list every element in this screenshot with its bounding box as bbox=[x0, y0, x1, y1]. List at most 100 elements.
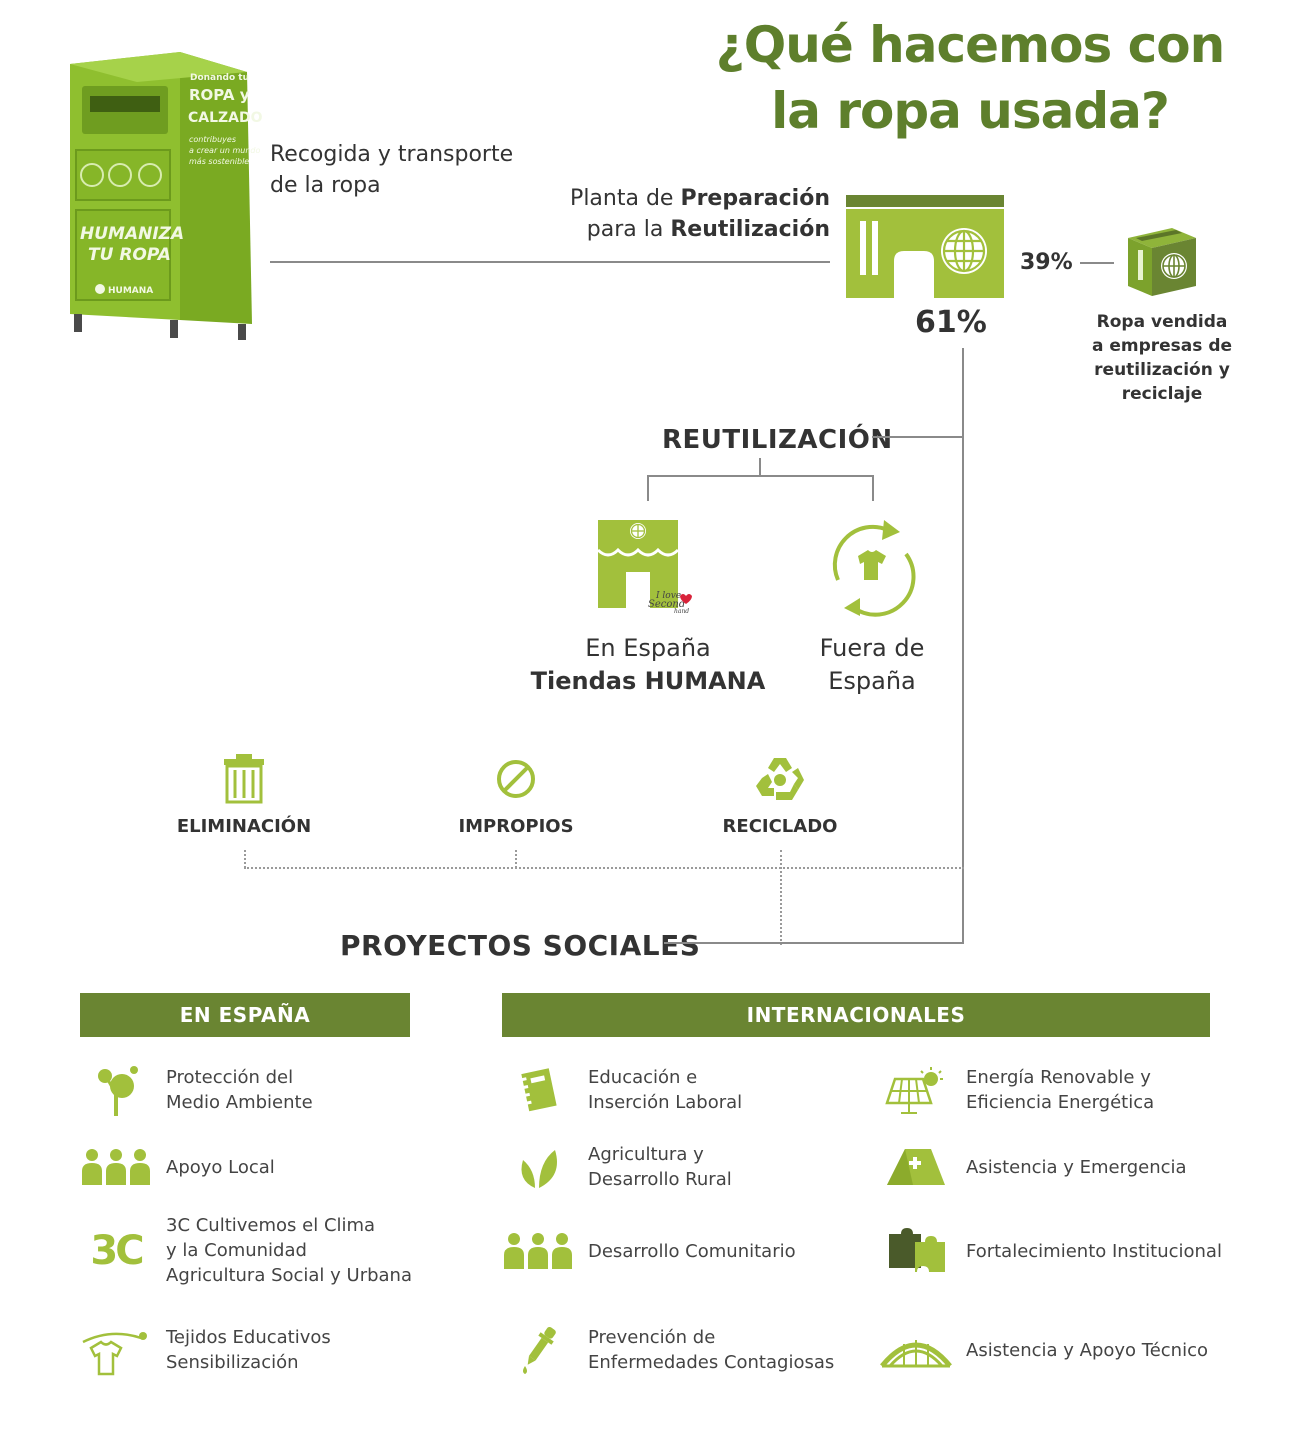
3c-logo: 3C bbox=[80, 1221, 152, 1281]
intl-item-technical-text: Asistencia y Apoyo Técnico bbox=[966, 1339, 1208, 1361]
reuse-spain-label: En España Tiendas HUMANA bbox=[520, 632, 776, 698]
container-label-5: a crear un mundo bbox=[189, 146, 260, 155]
shop-sign-3: hand bbox=[674, 608, 689, 615]
prohibited-icon bbox=[497, 760, 535, 798]
international-projects-bar: INTERNACIONALES bbox=[502, 993, 1210, 1037]
collection-label-line1: Recogida y transporte bbox=[270, 142, 514, 167]
connector-social bbox=[664, 942, 964, 944]
clothing-container-image: HUMANIZA TU ROPA HUMANA Donando tu ROPA … bbox=[70, 52, 262, 340]
tree-icon bbox=[80, 1060, 152, 1120]
dotted-elimination bbox=[244, 850, 246, 868]
spain-item-textiles: Tejidos Educativos Sensibilización bbox=[80, 1320, 331, 1380]
dotted-horizontal bbox=[244, 867, 964, 869]
intl-item-agriculture: Agricultura y Desarrollo Rural bbox=[502, 1137, 732, 1197]
reuse-spain-line1: En España bbox=[585, 634, 711, 662]
spain-projects-bar: EN ESPAÑA bbox=[80, 993, 410, 1037]
container-brand: HUMANA bbox=[108, 286, 153, 296]
reuse-abroad-line2: España bbox=[828, 667, 916, 695]
people-icon bbox=[502, 1221, 574, 1281]
plant-label-2a: para la bbox=[586, 217, 671, 242]
spain-item-3c-text: 3C Cultivemos el Clima y la Comunidad Ag… bbox=[166, 1215, 412, 1286]
collection-label: Recogida y transporte de la ropa bbox=[270, 139, 513, 201]
intl-item-disease-prevention-text: Prevención de Enfermedades Contagiosas bbox=[588, 1327, 835, 1373]
sold-label-2: a empresas de bbox=[1091, 336, 1233, 356]
connector-reuse bbox=[872, 436, 964, 438]
intl-item-agriculture-text: Agricultura y Desarrollo Rural bbox=[588, 1144, 732, 1190]
shop-icon: I love Second hand bbox=[596, 520, 692, 615]
connector-main-vertical bbox=[962, 348, 964, 944]
category-recycling: RECICLADO bbox=[722, 816, 838, 837]
connector-collection-plant bbox=[270, 261, 830, 263]
collection-label-line2: de la ropa bbox=[270, 173, 381, 198]
spain-item-local-support-text: Apoyo Local bbox=[166, 1156, 275, 1178]
spain-item-3c: 3C 3C Cultivemos el Clima y la Comunidad… bbox=[80, 1213, 412, 1288]
reuse-abroad-line1: Fuera de bbox=[819, 634, 925, 662]
reuse-heading: REUTILIZACIÓN bbox=[662, 425, 893, 455]
container-label-3: CALZADO bbox=[188, 110, 262, 126]
connector-reuse-split bbox=[647, 475, 874, 477]
plant-percent: 61% bbox=[915, 305, 987, 340]
spain-item-local-support: Apoyo Local bbox=[80, 1137, 275, 1197]
tent-icon bbox=[880, 1137, 952, 1197]
connector-reuse-down bbox=[759, 458, 761, 476]
recycle-shirt-icon bbox=[832, 520, 916, 617]
sold-percent: 39% bbox=[1020, 250, 1073, 275]
social-heading: PROYECTOS SOCIALES bbox=[340, 929, 701, 962]
dropper-icon bbox=[502, 1320, 574, 1380]
container-label-6: más sostenible bbox=[189, 157, 249, 166]
reuse-spain-line2: Tiendas HUMANA bbox=[530, 667, 766, 695]
container-slogan-1: HUMANIZA bbox=[80, 224, 184, 244]
dotted-improper bbox=[515, 850, 517, 868]
plant-label-1b: Preparación bbox=[680, 186, 830, 211]
intl-item-education: Educación e Inserción Laboral bbox=[502, 1060, 742, 1120]
sold-label-4: reciclaje bbox=[1121, 384, 1203, 404]
trash-can-icon bbox=[224, 754, 264, 804]
spain-item-environment-text: Protección del Medio Ambiente bbox=[166, 1067, 313, 1113]
intl-item-community-text: Desarrollo Comunitario bbox=[588, 1240, 796, 1262]
intl-item-education-text: Educación e Inserción Laboral bbox=[588, 1067, 743, 1113]
container-label-4: contribuyes bbox=[189, 135, 236, 144]
intl-item-technical: Asistencia y Apoyo Técnico bbox=[880, 1320, 1208, 1380]
category-elimination: ELIMINACIÓN bbox=[176, 816, 312, 837]
plant-building-icon bbox=[846, 195, 1004, 298]
container-label-1: Donando tu bbox=[190, 73, 249, 83]
intl-item-institutional-text: Fortalecimiento Institucional bbox=[966, 1240, 1222, 1262]
category-improper: IMPROPIOS bbox=[458, 816, 574, 837]
container-slogan-2: TU ROPA bbox=[88, 245, 171, 265]
sold-label-3: reutilización y bbox=[1094, 360, 1230, 380]
intl-item-disease-prevention: Prevención de Enfermedades Contagiosas bbox=[502, 1320, 834, 1380]
puzzle-icon bbox=[880, 1221, 952, 1281]
page-title-line1: ¿Qué hacemos con bbox=[715, 16, 1226, 74]
plant-label-1a: Planta de bbox=[570, 186, 681, 211]
leaves-icon bbox=[502, 1137, 574, 1197]
intl-item-emergency-text: Asistencia y Emergencia bbox=[966, 1156, 1187, 1178]
connector-reuse-right bbox=[872, 475, 874, 501]
3c-logo-text: 3C bbox=[90, 1227, 144, 1274]
page-title: ¿Qué hacemos con la ropa usada? bbox=[690, 12, 1250, 144]
plant-label: Planta de Preparación para la Reutilizac… bbox=[530, 183, 830, 245]
intl-item-energy-text: Energía Renovable y Eficiencia Energétic… bbox=[966, 1067, 1155, 1113]
reuse-abroad-label: Fuera de España bbox=[792, 632, 952, 698]
recycle-icon bbox=[756, 758, 804, 800]
shop-sign-2: Second bbox=[648, 599, 685, 610]
spain-item-textiles-text: Tejidos Educativos Sensibilización bbox=[166, 1327, 331, 1373]
plant-label-2b: Reutilización bbox=[670, 217, 830, 242]
container-label-2: ROPA y bbox=[189, 86, 250, 104]
sold-label: Ropa vendida a empresas de reutilización… bbox=[1082, 310, 1242, 406]
package-box-icon bbox=[1128, 228, 1196, 296]
intl-item-community: Desarrollo Comunitario bbox=[502, 1221, 796, 1281]
connector-sold bbox=[1080, 262, 1114, 264]
people-icon bbox=[80, 1137, 152, 1197]
spain-item-environment: Protección del Medio Ambiente bbox=[80, 1060, 313, 1120]
intl-item-institutional: Fortalecimiento Institucional bbox=[880, 1221, 1222, 1281]
page-title-line2: la ropa usada? bbox=[771, 82, 1170, 140]
sold-label-1: Ropa vendida bbox=[1096, 312, 1228, 332]
bridge-icon bbox=[880, 1320, 952, 1380]
notebook-icon bbox=[502, 1060, 574, 1120]
dotted-recycling bbox=[780, 850, 782, 945]
tshirt-icon bbox=[80, 1320, 152, 1380]
solar-panel-icon bbox=[880, 1060, 952, 1120]
intl-item-energy: Energía Renovable y Eficiencia Energétic… bbox=[880, 1060, 1154, 1120]
intl-item-emergency: Asistencia y Emergencia bbox=[880, 1137, 1187, 1197]
shop-sign-1: I love bbox=[655, 591, 681, 601]
